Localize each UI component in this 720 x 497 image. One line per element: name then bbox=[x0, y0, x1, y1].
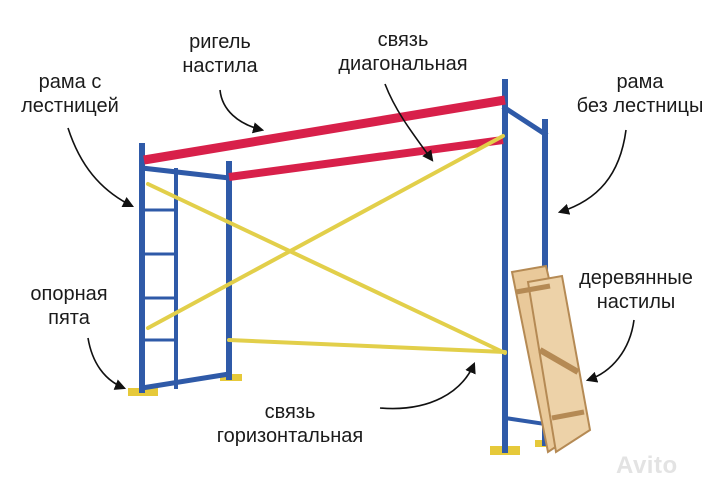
arrow-deck-crossbar bbox=[219, 89, 265, 134]
label-deck-crossbar: ригель настила bbox=[182, 31, 258, 77]
callout-arrows bbox=[67, 83, 635, 410]
label-base-plate: опорная пята bbox=[30, 283, 108, 329]
label-frame-with-ladder: рама с лестницей bbox=[21, 71, 119, 117]
deck-crossbars bbox=[143, 95, 506, 181]
label-horizontal-brace: связь горизонтальная bbox=[216, 401, 364, 447]
label-wooden-decks: деревянные настилы bbox=[579, 267, 693, 313]
braces bbox=[146, 134, 507, 355]
frame-with-ladder bbox=[139, 143, 232, 393]
wooden-decks bbox=[510, 264, 592, 454]
arrow-frame-without-ladder bbox=[557, 129, 627, 215]
arrow-wooden-decks bbox=[585, 319, 635, 383]
arrow-horizontal-brace bbox=[379, 361, 476, 410]
arrow-base-plate bbox=[87, 337, 127, 390]
arrow-frame-with-ladder bbox=[67, 127, 135, 208]
arrow-diagonal-brace bbox=[384, 83, 434, 162]
avito-watermark: Avito bbox=[616, 452, 678, 479]
label-frame-without-ladder: рама без лестницы bbox=[576, 71, 704, 117]
label-diagonal-brace: связь диагональная bbox=[338, 29, 468, 75]
